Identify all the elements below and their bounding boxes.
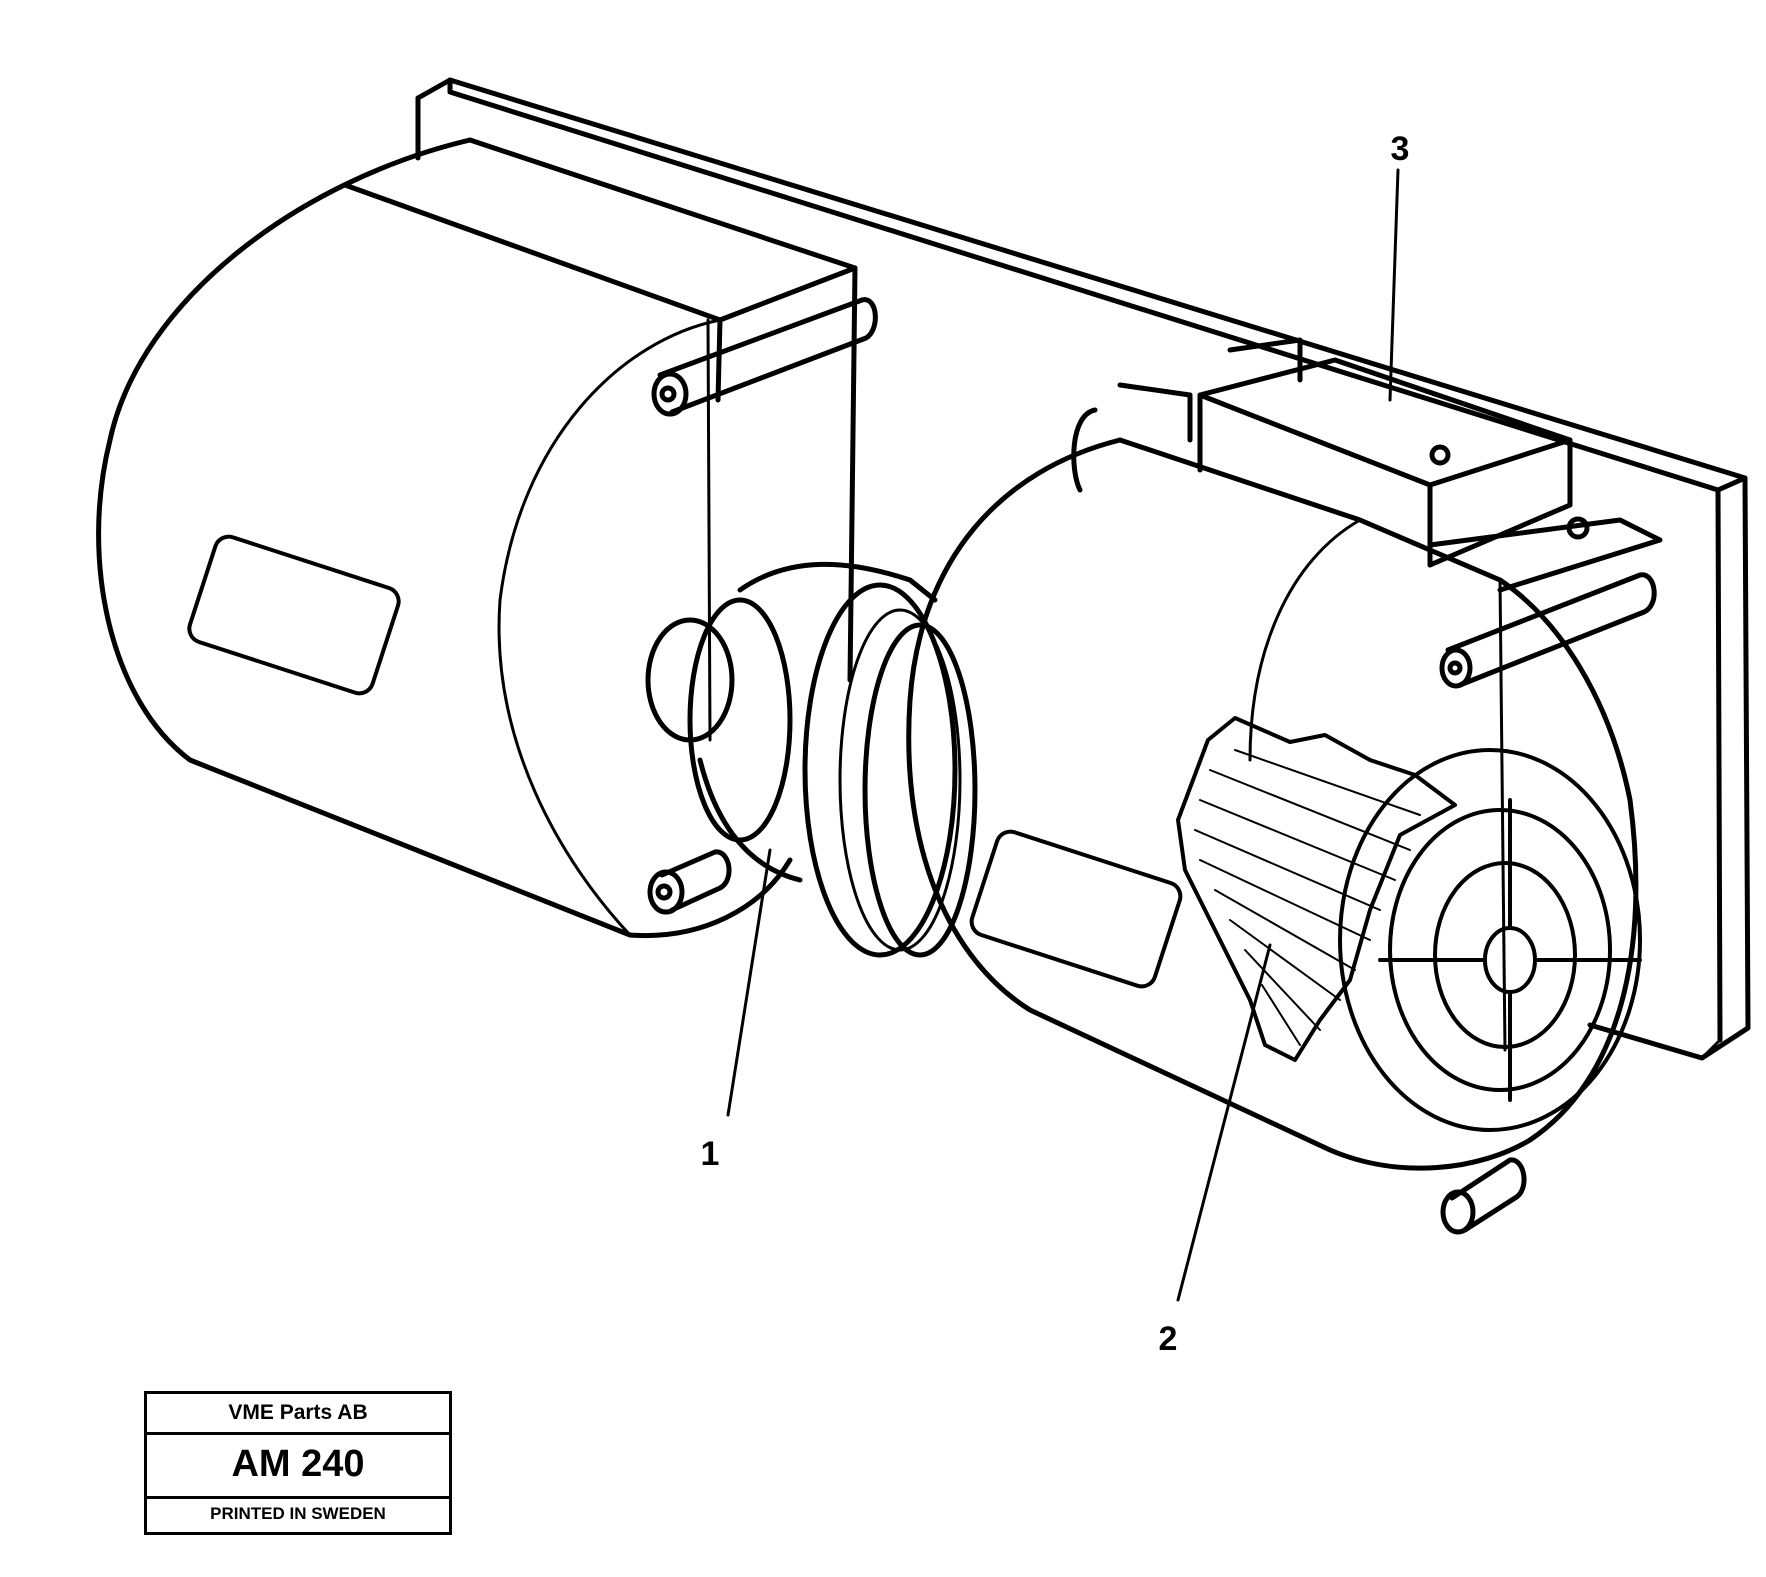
mounting-plate — [415, 77, 1751, 1061]
callout-1: 1 — [701, 1135, 720, 1173]
fan-wheel-cutaway — [1176, 716, 1457, 1062]
drawing-code: AM 240 — [147, 1432, 449, 1499]
motor-coupling — [645, 561, 978, 958]
company-name: VME Parts AB — [147, 1394, 449, 1435]
title-block: VME Parts AB AM 240 PRINTED IN SWEDEN — [144, 1391, 452, 1535]
callout-3: 3 — [1391, 130, 1410, 168]
right-nameplate — [969, 829, 1183, 989]
left-blower-housing — [96, 137, 878, 939]
control-box — [1071, 337, 1663, 593]
printed-note: PRINTED IN SWEDEN — [210, 1504, 386, 1523]
left-nameplate — [187, 534, 401, 696]
inlet-grille — [1338, 748, 1642, 1132]
leader-lines — [726, 168, 1400, 1302]
callout-2: 2 — [1159, 1320, 1178, 1358]
